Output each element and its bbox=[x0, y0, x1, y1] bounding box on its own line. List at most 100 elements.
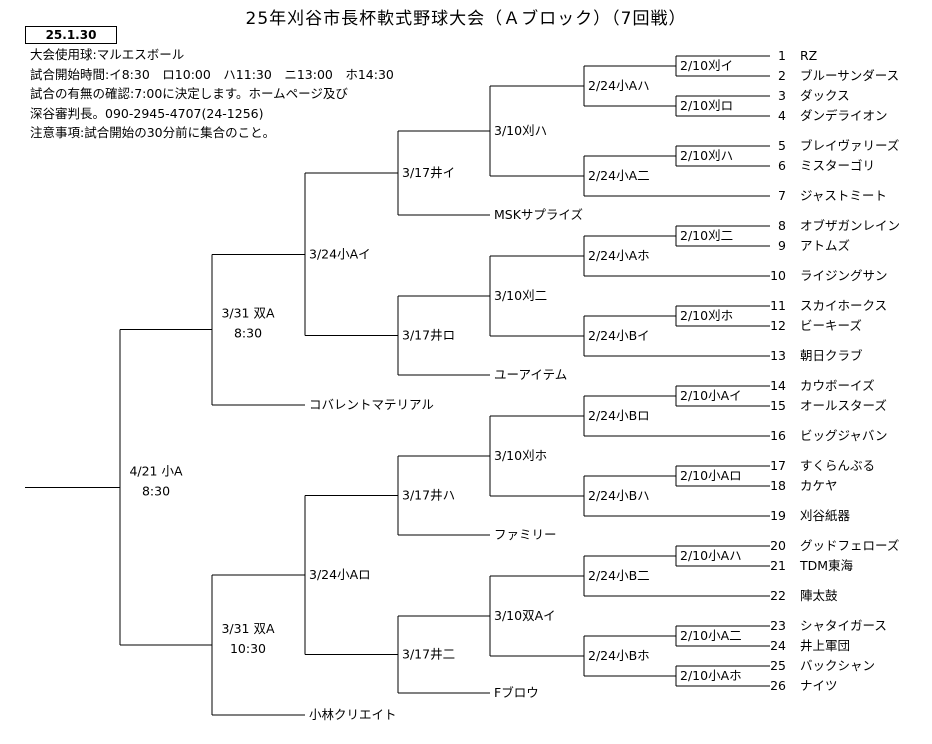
team-number: 17 bbox=[770, 458, 786, 473]
team-name: ビッグジャバン bbox=[800, 428, 888, 443]
match-r4: 3/17井ロ bbox=[402, 328, 455, 343]
match-r2: 2/24小Bイ bbox=[588, 328, 650, 343]
team-name: ダックス bbox=[800, 88, 850, 103]
match-r1: 2/10刈ハ bbox=[680, 148, 733, 163]
team-name: TDM東海 bbox=[799, 558, 854, 573]
match-r1: 2/10小Aホ bbox=[680, 668, 742, 683]
match-r3: 3/10刈ホ bbox=[494, 448, 547, 463]
team-name: オブザガンレイン bbox=[800, 218, 900, 233]
seeded-team-name: ファミリー bbox=[494, 527, 557, 542]
date-box: 25.1.30 bbox=[25, 26, 117, 44]
team-number: 13 bbox=[770, 348, 786, 363]
match-r3: 3/10刈二 bbox=[494, 288, 547, 303]
match-r2: 2/24小Aホ bbox=[588, 248, 650, 263]
team-number: 2 bbox=[778, 68, 786, 83]
match-r2: 2/24小Bホ bbox=[588, 648, 650, 663]
match-r3: 3/10刈ハ bbox=[494, 123, 547, 138]
match-r4: 3/17井ハ bbox=[402, 488, 455, 503]
team-name: ミスターゴリ bbox=[800, 158, 875, 173]
team-name: スカイホークス bbox=[800, 298, 887, 313]
match-r2: 2/24小Aハ bbox=[588, 78, 650, 93]
match-r1: 2/10小Aハ bbox=[680, 548, 742, 563]
match-r4: 3/17井イ bbox=[402, 165, 455, 180]
team-number: 6 bbox=[778, 158, 786, 173]
team-name: 陣太鼓 bbox=[800, 588, 838, 603]
team-number: 15 bbox=[770, 398, 786, 413]
match-r1: 2/10小A二 bbox=[680, 628, 742, 643]
team-number: 21 bbox=[770, 558, 786, 573]
team-name: グッドフェローズ bbox=[800, 538, 899, 553]
match-r1: 2/10小Aロ bbox=[680, 468, 742, 483]
match-r6: 3/31 双A bbox=[221, 306, 275, 321]
team-number: 4 bbox=[778, 108, 786, 123]
match-r3: 3/10双Aイ bbox=[494, 608, 556, 623]
team-number: 22 bbox=[770, 588, 786, 603]
match-r2: 2/24小A二 bbox=[588, 168, 650, 183]
seeded-team-name: コバレントマテリアル bbox=[309, 397, 434, 412]
team-name: バックシャン bbox=[800, 658, 875, 673]
match-r5: 3/24小Aイ bbox=[309, 246, 371, 261]
team-name: カケヤ bbox=[800, 478, 838, 493]
match-r6-time: 10:30 bbox=[230, 641, 266, 656]
team-name: 井上軍団 bbox=[800, 638, 850, 653]
seeded-team-name: Fブロウ bbox=[494, 685, 539, 700]
seeded-team-name: 小林クリエイト bbox=[309, 707, 397, 722]
team-number: 18 bbox=[770, 478, 786, 493]
match-r1: 2/10刈ロ bbox=[680, 98, 733, 113]
team-number: 8 bbox=[778, 218, 786, 233]
team-number: 11 bbox=[770, 298, 786, 313]
team-number: 3 bbox=[778, 88, 786, 103]
team-number: 14 bbox=[770, 378, 786, 393]
team-number: 7 bbox=[778, 188, 786, 203]
team-name: オールスターズ bbox=[800, 398, 887, 413]
match-r6: 3/31 双A bbox=[221, 621, 275, 636]
team-number: 16 bbox=[770, 428, 786, 443]
seeded-team-name: MSKサプライズ bbox=[494, 207, 583, 222]
info-confirmation: 試合の有無の確認:7:00に決定します。ホームページ及び bbox=[30, 86, 348, 101]
match-r2: 2/24小Bロ bbox=[588, 408, 650, 423]
match-r1: 2/10小Aイ bbox=[680, 388, 742, 403]
team-name: 刈谷紙器 bbox=[800, 508, 851, 523]
team-number: 26 bbox=[770, 678, 786, 693]
seeded-team-name: ユーアイテム bbox=[494, 367, 567, 382]
team-name: カウボーイズ bbox=[800, 378, 875, 393]
team-number: 1 bbox=[778, 48, 786, 63]
team-name: ビーキーズ bbox=[800, 318, 862, 333]
team-number: 9 bbox=[778, 238, 786, 253]
team-name: ダンデライオン bbox=[800, 108, 888, 123]
match-r1: 2/10刈ホ bbox=[680, 308, 733, 323]
team-name: ライジングサン bbox=[800, 268, 888, 283]
team-name: すくらんぶる bbox=[800, 458, 875, 473]
team-number: 5 bbox=[778, 138, 786, 153]
match-r2: 2/24小Bハ bbox=[588, 488, 650, 503]
info-umpire: 深谷審判長。090-2945-4707(24-1256) bbox=[30, 105, 264, 121]
team-name: RZ bbox=[800, 48, 817, 63]
team-name: ナイツ bbox=[800, 678, 838, 693]
team-name: ブルーサンダース bbox=[800, 68, 899, 83]
match-r1: 2/10刈イ bbox=[680, 58, 733, 73]
team-number: 25 bbox=[770, 658, 786, 673]
match-r1: 2/10刈二 bbox=[680, 228, 733, 243]
team-number: 23 bbox=[770, 618, 786, 633]
team-name: アトムズ bbox=[800, 238, 850, 253]
match-final: 4/21 小A bbox=[129, 463, 183, 478]
team-number: 10 bbox=[770, 268, 786, 283]
match-r2: 2/24小B二 bbox=[588, 568, 650, 583]
team-name: シャタイガース bbox=[800, 618, 887, 633]
team-number: 20 bbox=[770, 538, 786, 553]
team-name: 朝日クラブ bbox=[800, 348, 863, 363]
team-number: 19 bbox=[770, 508, 786, 523]
team-number: 24 bbox=[770, 638, 786, 653]
info-ball: 大会使用球:マルエスボール bbox=[30, 47, 185, 62]
match-final-time: 8:30 bbox=[142, 483, 170, 498]
page-title: 25年刈谷市長杯軟式野球大会（Ａブロック）（7回戦） bbox=[245, 9, 687, 29]
match-r4: 3/17井二 bbox=[402, 647, 455, 662]
team-number: 12 bbox=[770, 318, 786, 333]
info-notes: 注意事項:試合開始の30分前に集合のこと。 bbox=[30, 125, 276, 140]
info-start-times: 試合開始時間:イ8:30 ロ10:00 ハ11:30 ニ13:00 ホ14:30 bbox=[30, 66, 394, 82]
team-name: ジャストミート bbox=[800, 188, 887, 203]
info-block: 大会使用球:マルエスボール 試合開始時間:イ8:30 ロ10:00 ハ11:30… bbox=[30, 45, 394, 143]
team-name: ブレイヴァリーズ bbox=[800, 138, 899, 153]
match-r6-time: 8:30 bbox=[234, 326, 262, 341]
